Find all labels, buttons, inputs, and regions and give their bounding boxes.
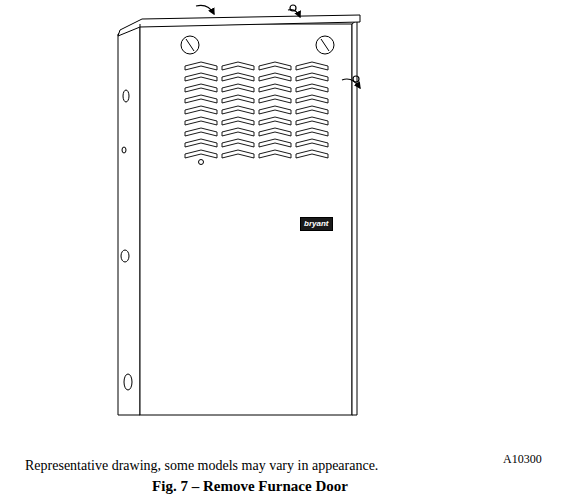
- side-hole: [121, 250, 129, 262]
- figure-code: A10300: [503, 452, 542, 467]
- furnace-door: [140, 24, 352, 415]
- door-screw: [199, 160, 204, 165]
- door-knob: [181, 36, 199, 54]
- side-hole: [124, 374, 132, 390]
- removal-arrows: [196, 5, 360, 88]
- note: Representative drawing, some models may …: [25, 458, 378, 474]
- door-knob: [316, 36, 334, 54]
- side-hole: [123, 90, 129, 102]
- side-panel: [118, 24, 140, 415]
- figure-caption: Fig. 7 – Remove Furnace Door: [152, 478, 348, 495]
- top-lip: [118, 15, 360, 36]
- brand-logo: bryant: [301, 218, 332, 230]
- brand-badge: bryant: [300, 217, 333, 231]
- louvers: [185, 62, 328, 158]
